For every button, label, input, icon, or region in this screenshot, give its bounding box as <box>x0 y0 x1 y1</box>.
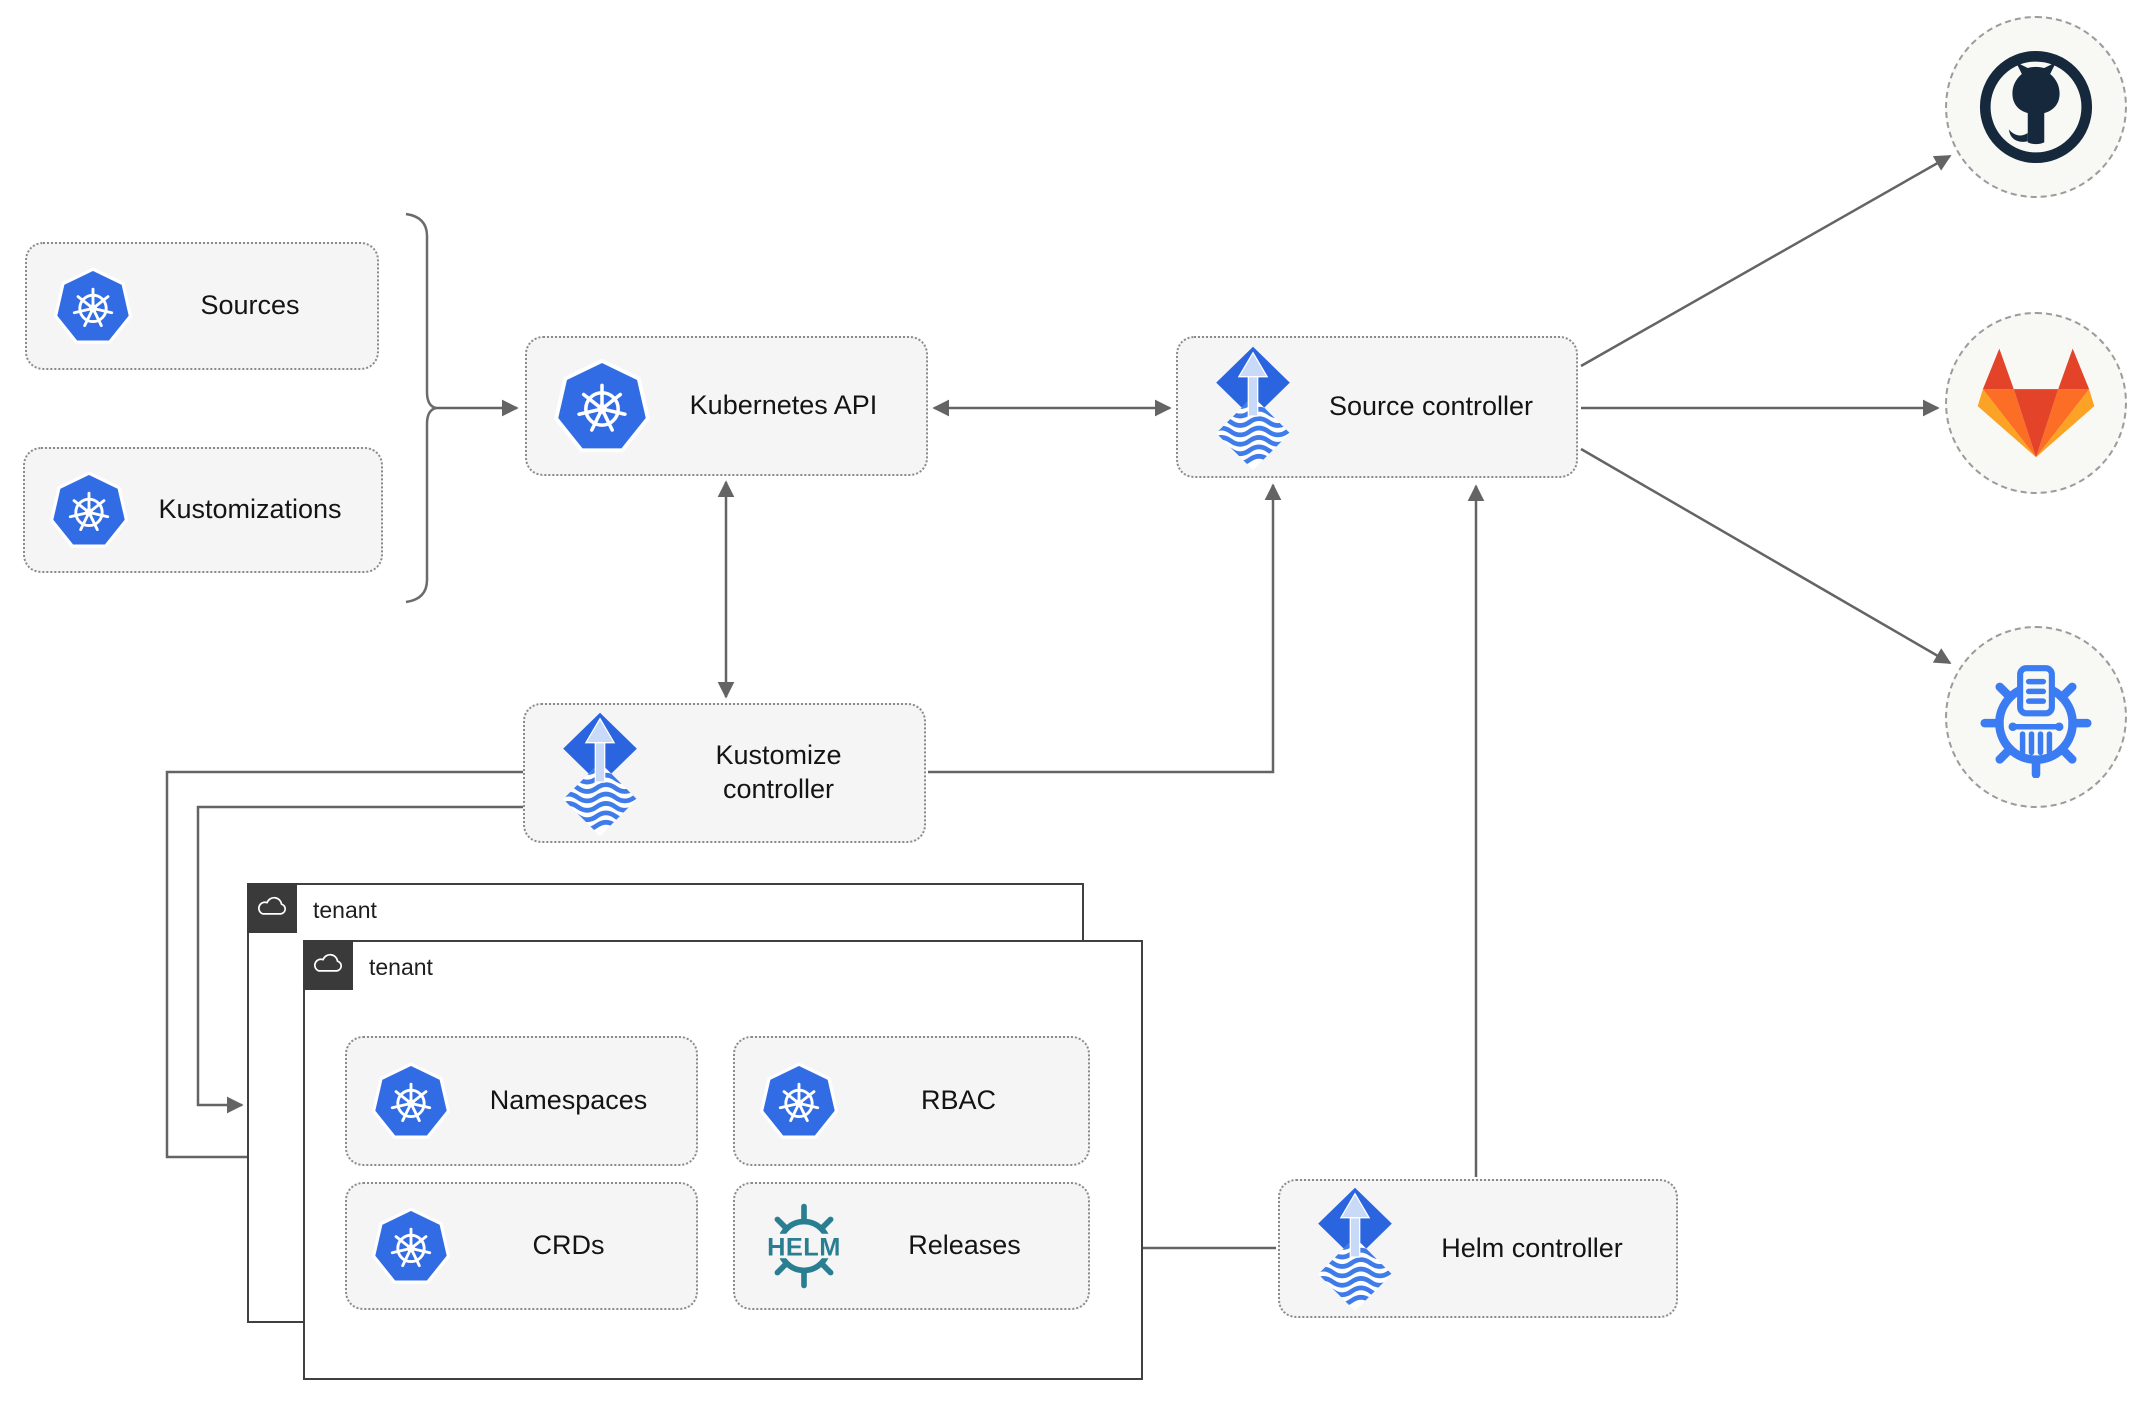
arrow-source-to-registry <box>1580 447 1952 665</box>
node-label: CRDs <box>532 1230 605 1261</box>
kubernetes-icon <box>49 471 129 548</box>
node-rbac: RBAC <box>733 1036 1090 1166</box>
kubernetes-icon <box>759 1062 839 1139</box>
kubernetes-icon <box>53 267 133 344</box>
kubernetes-icon <box>371 1207 451 1284</box>
node-label: Kustomize controller <box>715 740 842 804</box>
node-namespaces: Namespaces <box>345 1036 698 1166</box>
flux-icon <box>557 711 643 836</box>
group-bracket <box>405 212 437 604</box>
node-releases: HELM Releases <box>733 1182 1090 1310</box>
node-kustomize-controller: Kustomize controller <box>523 703 926 843</box>
container-registry-icon <box>1980 665 2092 778</box>
node-label: Sources <box>200 290 300 321</box>
cloud-icon <box>257 896 286 915</box>
node-label: Kustomizations <box>158 494 342 525</box>
node-label: Helm controller <box>1441 1232 1623 1263</box>
node-sources: Sources <box>25 242 379 370</box>
flux-icon <box>1312 1186 1398 1311</box>
arrow-kustomize-to-source-controller <box>928 483 1282 774</box>
node-kustomizations: Kustomizations <box>23 447 383 573</box>
node-label: Releases <box>908 1230 1021 1261</box>
github-icon <box>1979 50 2093 164</box>
tenant-label: tenant <box>313 897 377 923</box>
node-label: Kubernetes API <box>689 390 878 421</box>
kubernetes-icon <box>371 1062 451 1139</box>
cloud-icon <box>313 953 342 972</box>
tenant-badge <box>302 939 353 990</box>
remote-registry <box>1945 626 2127 808</box>
node-source-controller: Source controller <box>1176 336 1578 478</box>
tenant-label: tenant <box>369 954 433 980</box>
kubernetes-icon <box>554 358 650 453</box>
node-label: RBAC <box>920 1085 996 1116</box>
gitlab-icon <box>1977 348 2095 458</box>
node-kubernetes-api: Kubernetes API <box>525 336 928 476</box>
node-crds: CRDs <box>345 1182 698 1310</box>
node-label: Source controller <box>1328 391 1534 422</box>
arrow-source-to-github <box>1580 154 1952 368</box>
remote-github <box>1945 16 2127 198</box>
remote-gitlab <box>1945 312 2127 494</box>
helm-icon: HELM <box>762 1203 846 1289</box>
node-helm-controller: Helm controller <box>1278 1179 1678 1318</box>
flux-icon <box>1210 345 1296 470</box>
node-label: Namespaces <box>489 1085 648 1116</box>
helm-logo-text: HELM <box>767 1233 841 1261</box>
tenant-badge <box>246 882 297 933</box>
